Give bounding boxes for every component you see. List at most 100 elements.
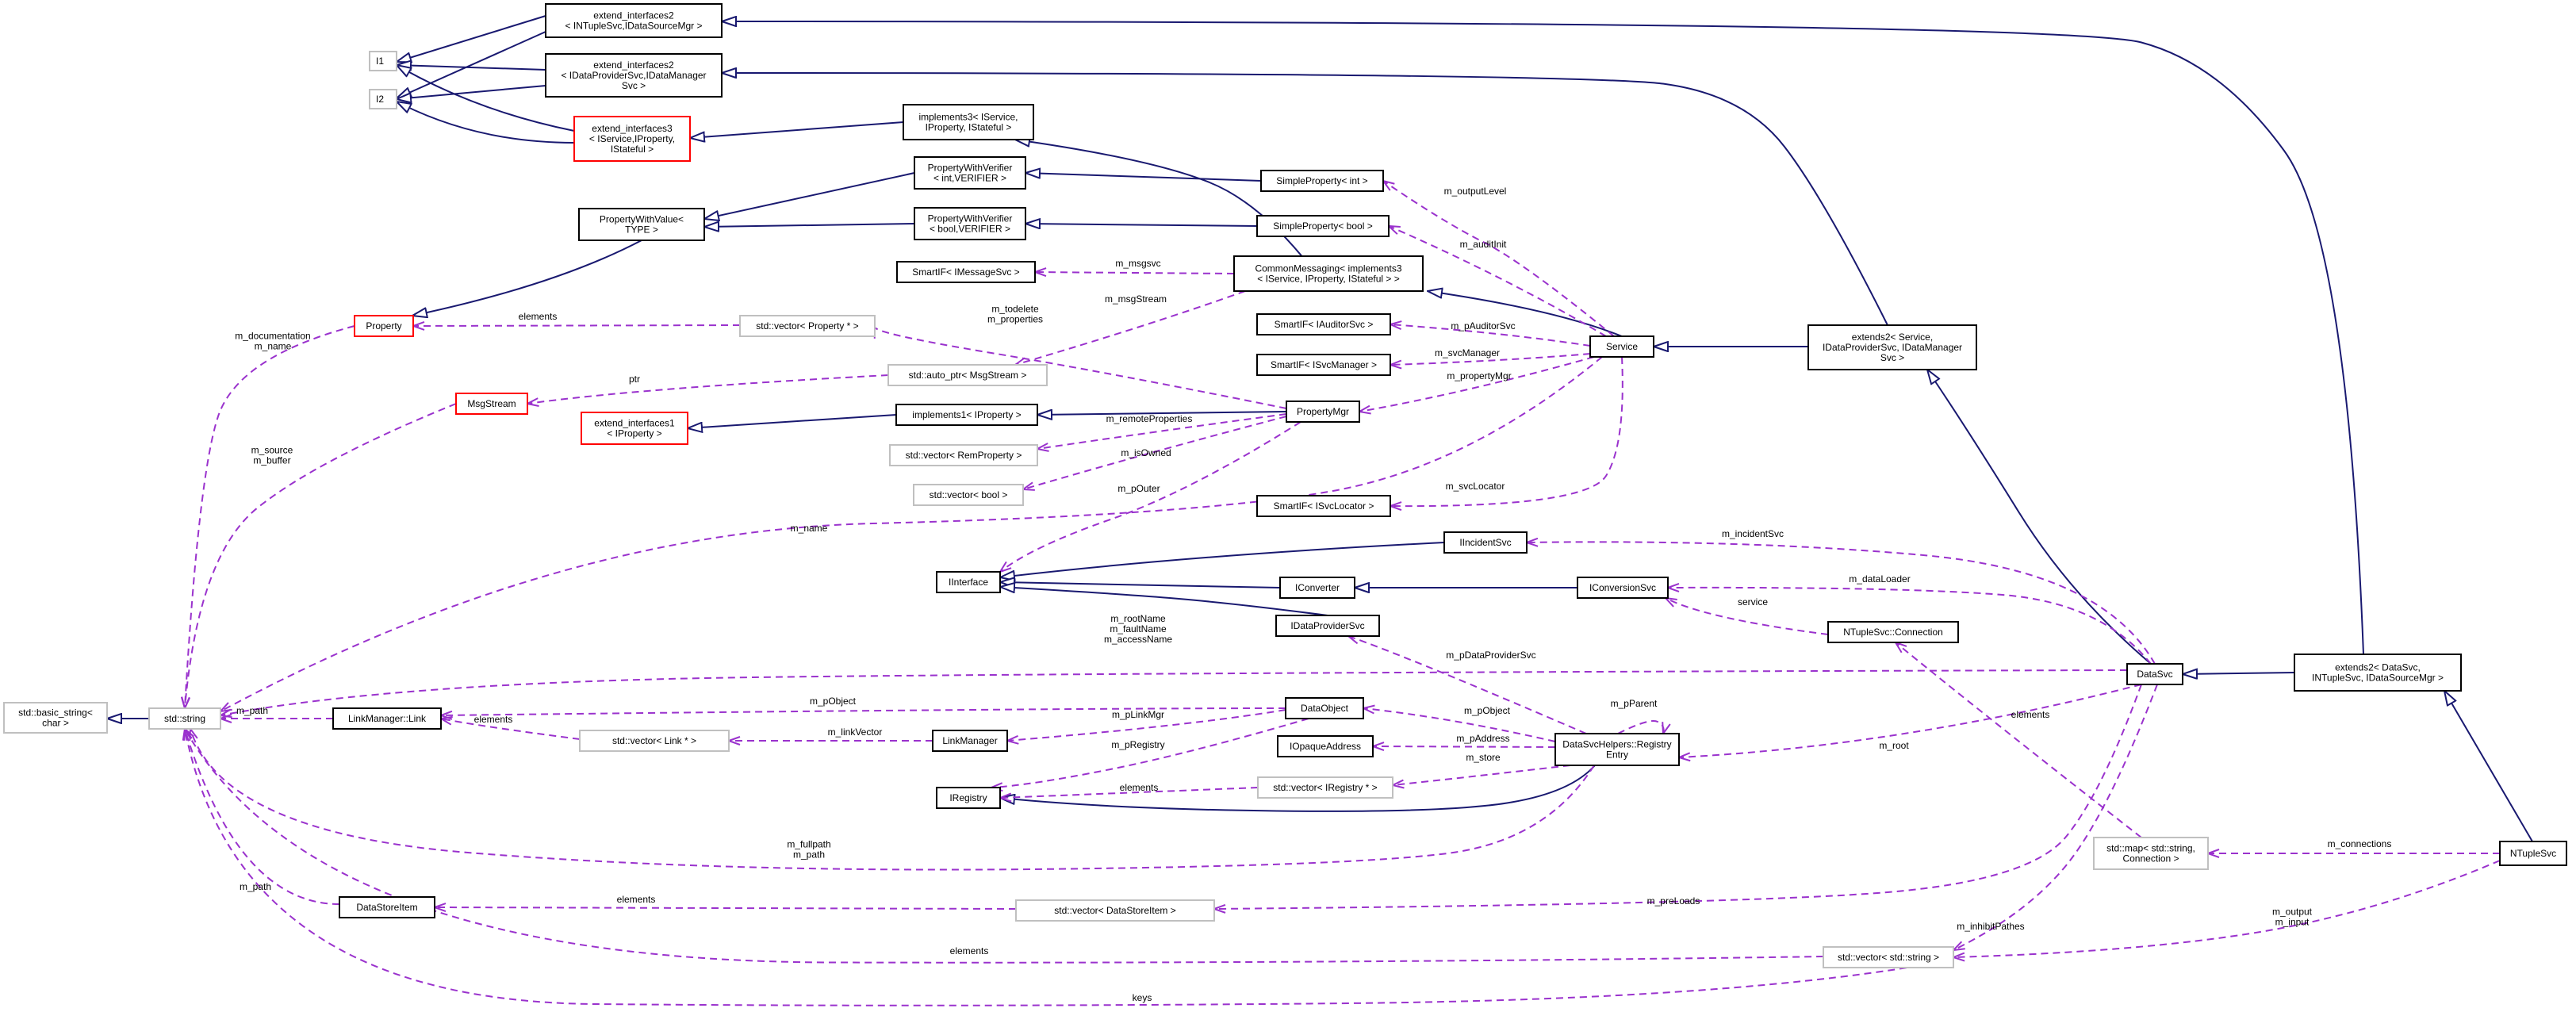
class-node-idataprovidersvc[interactable]: IDataProviderSvc xyxy=(1275,615,1380,637)
edge-label-line: m_dataLoader xyxy=(1849,573,1910,585)
class-node-ntuple-connection[interactable]: NTupleSvc::Connection xyxy=(1827,621,1959,643)
class-node-propertywithverifier-int[interactable]: PropertyWithVerifier< int,VERIFIER > xyxy=(914,156,1026,190)
class-node-service[interactable]: Service xyxy=(1589,335,1654,358)
edge-label-m-pregistry: m_pRegistry xyxy=(1111,739,1164,750)
class-node-smartif-isvclocator[interactable]: SmartIF< ISvcLocator > xyxy=(1256,495,1391,517)
class-node-implements3[interactable]: implements3< IService,IProperty, IStatef… xyxy=(903,104,1034,140)
class-node-box xyxy=(573,116,691,162)
class-node-extend-interfaces2-ntuple[interactable]: extend_interfaces2< INTupleSvc,IDataSour… xyxy=(545,3,723,38)
class-node-box xyxy=(887,364,1048,386)
class-node-label-line: IDataProviderSvc, IDataManager xyxy=(1823,342,1962,353)
usage-edge xyxy=(1035,272,1235,274)
class-node-label-line: PropertyWithVerifier xyxy=(928,163,1013,174)
class-node-iregistry[interactable]: IRegistry xyxy=(936,787,1001,809)
class-node-iopaqueaddress[interactable]: IOpaqueAddress xyxy=(1277,735,1374,757)
class-node-label: std::vector< RemProperty > xyxy=(906,450,1022,461)
class-node-simpleproperty-bool[interactable]: SimpleProperty< bool > xyxy=(1256,215,1390,237)
class-node-simpleproperty-int[interactable]: SimpleProperty< int > xyxy=(1260,170,1384,192)
class-node-label-line: extends2< DataSvc, xyxy=(2335,662,2421,673)
class-node-extends2-service[interactable]: extends2< Service,IDataProviderSvc, IDat… xyxy=(1807,324,1977,370)
edge-label-line: m_propertyMgr xyxy=(1447,370,1511,381)
class-node-label-line: SmartIF< IMessageSvc > xyxy=(912,266,1019,278)
edge-label-line: elements xyxy=(2011,709,2050,720)
class-node-extend-interfaces1[interactable]: extend_interfaces1< IProperty > xyxy=(581,412,688,445)
usage-edge xyxy=(1348,636,1587,734)
class-node-propertywithverifier-bool[interactable]: PropertyWithVerifier< bool,VERIFIER > xyxy=(914,207,1026,240)
class-node-label: implements3< IService,IProperty, IStatef… xyxy=(918,112,1018,133)
class-node-label-line: SmartIF< IAuditorSvc > xyxy=(1275,319,1374,330)
class-node-map-connection: std::map< std::string,Connection > xyxy=(2093,837,2209,870)
class-node-iconverter[interactable]: IConverter xyxy=(1279,577,1355,599)
edge-label-line: m_pOuter xyxy=(1117,483,1160,494)
class-node-linkmanager-link[interactable]: LinkManager::Link xyxy=(332,707,442,730)
class-node-label: DataSvc xyxy=(2137,669,2172,680)
edge-label-m-inhibitpathes: m_inhibitPathes xyxy=(1957,921,2024,932)
class-node-smartif-imessagesvc[interactable]: SmartIF< IMessageSvc > xyxy=(896,261,1036,283)
class-node-label-line: implements1< IProperty > xyxy=(912,409,1021,420)
class-node-smartif-isvcmanager[interactable]: SmartIF< ISvcManager > xyxy=(1256,354,1391,376)
edge-label-line: m_svcLocator xyxy=(1446,481,1505,492)
class-node-label: extend_interfaces2< INTupleSvc,IDataSour… xyxy=(565,10,703,32)
edge-label-line: m_pObject xyxy=(810,696,857,707)
usage-edge xyxy=(185,729,1954,1006)
edge-label-line: m_linkVector xyxy=(828,726,883,738)
class-node-iconversionsvc[interactable]: IConversionSvc xyxy=(1577,577,1669,599)
class-node-label-line: SimpleProperty< int > xyxy=(1276,175,1367,186)
class-node-label: I2 xyxy=(376,94,384,105)
edge-label-m-name-string: m_name xyxy=(791,523,828,534)
class-node-property[interactable]: Property xyxy=(354,315,414,337)
edge-label-elements-datastoreitem: elements xyxy=(617,894,656,905)
class-node-commonmessaging[interactable]: CommonMessaging< implements3< IService, … xyxy=(1233,255,1424,292)
edge-label-elements-vecstring: elements xyxy=(950,945,989,956)
class-node-iinterface[interactable]: IInterface xyxy=(936,571,1001,593)
class-node-msgstream[interactable]: MsgStream xyxy=(455,393,528,415)
class-node-extend-interfaces3[interactable]: extend_interfaces3< IService,IProperty,I… xyxy=(573,116,691,162)
edge-label-line: m_pParent xyxy=(1611,698,1658,709)
edge-label-line: m_preLoads xyxy=(1647,895,1700,907)
class-node-vector-remproperty: std::vector< RemProperty > xyxy=(889,444,1038,466)
inheritance-edge xyxy=(1000,542,1445,577)
class-node-label-line: TYPE > xyxy=(625,224,658,236)
class-node-linkmanager[interactable]: LinkManager xyxy=(932,730,1008,752)
edge-label-keys: keys xyxy=(1133,992,1152,1003)
class-node-box xyxy=(578,208,705,241)
class-node-propertymgr[interactable]: PropertyMgr xyxy=(1286,401,1360,423)
class-node-datastoreitem[interactable]: DataStoreItem xyxy=(339,896,435,918)
edge-label-line: service xyxy=(1738,596,1768,608)
class-node-label-line: < IService, IProperty, IStateful > > xyxy=(1257,274,1400,285)
edge-label-line: m_rootName xyxy=(1110,613,1166,624)
class-node-smartif-iauditorsvc[interactable]: SmartIF< IAuditorSvc > xyxy=(1256,313,1391,335)
class-node-propertywithvalue[interactable]: PropertyWithValue<TYPE > xyxy=(578,208,705,241)
class-node-implements1[interactable]: implements1< IProperty > xyxy=(895,404,1038,426)
edge-label-line: elements xyxy=(519,311,558,322)
class-node-label-line: std::auto_ptr< MsgStream > xyxy=(909,370,1027,381)
class-node-dataobject[interactable]: DataObject xyxy=(1285,697,1364,719)
class-node-label-line: Service xyxy=(1606,341,1638,352)
class-node-datasvc[interactable]: DataSvc xyxy=(2126,663,2183,685)
class-node-extend-interfaces2-dataprov[interactable]: extend_interfaces2< IDataProviderSvc,IDa… xyxy=(545,53,723,98)
class-node-box xyxy=(455,393,528,415)
class-node-label: SimpleProperty< int > xyxy=(1276,175,1367,186)
usage-edge xyxy=(185,729,340,905)
class-node-box xyxy=(369,51,397,71)
inheritance-edge xyxy=(1015,140,1329,292)
class-node-label-line: LinkManager::Link xyxy=(348,713,427,724)
class-node-extends2-datasvc[interactable]: extends2< DataSvc,INTupleSvc, IDataSourc… xyxy=(2294,654,2462,692)
class-node-label-line: std::vector< std::string > xyxy=(1838,952,1939,963)
edge-label-line: m_incidentSvc xyxy=(1722,528,1784,539)
class-node-label-line: I2 xyxy=(376,94,384,105)
edge-label-line: m_accessName xyxy=(1104,634,1172,645)
edge-label-m-svclocator: m_svcLocator xyxy=(1446,481,1505,492)
class-node-iincidentsvc[interactable]: IIncidentSvc xyxy=(1443,531,1528,554)
usage-edge xyxy=(1023,416,1287,489)
class-node-box xyxy=(1256,215,1390,237)
edge-label-line: m_isOwned xyxy=(1121,447,1171,458)
class-node-label-line: INTupleSvc, IDataSourceMgr > xyxy=(2312,673,2444,684)
edge-label-line: m_source xyxy=(251,445,293,456)
class-node-i1: I1 xyxy=(369,51,397,71)
inheritance-edge xyxy=(397,85,546,99)
